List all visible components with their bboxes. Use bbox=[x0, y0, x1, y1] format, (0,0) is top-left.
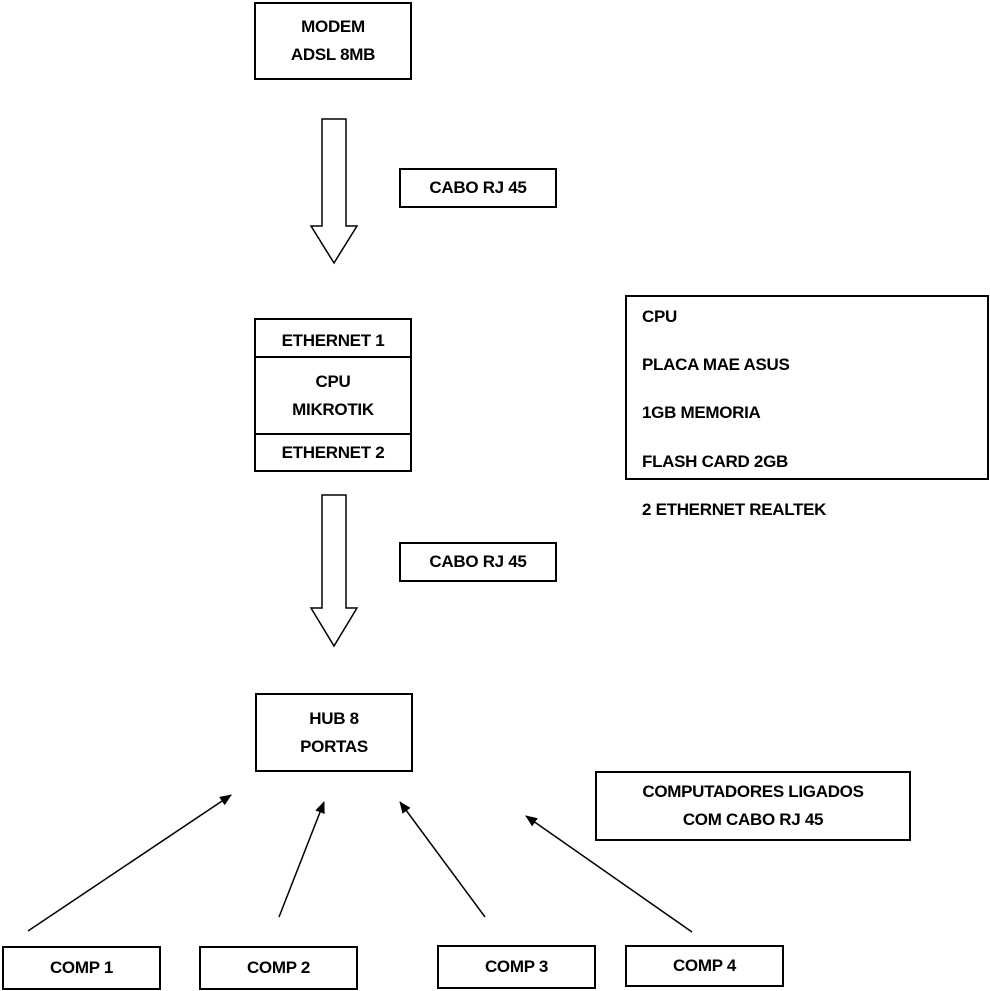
arrow-comp4-to-hub bbox=[525, 815, 693, 933]
spec-motherboard: PLACA MAE ASUS bbox=[642, 355, 790, 374]
cable-label-1-text: CABO RJ 45 bbox=[429, 178, 527, 197]
specs-box bbox=[625, 295, 989, 480]
modem-line2: ADSL 8MB bbox=[290, 45, 376, 64]
arrow-comp3-to-hub bbox=[399, 801, 486, 918]
spec-memory: 1GB MEMORIA bbox=[642, 403, 761, 422]
modem-line1: MODEM bbox=[301, 17, 365, 36]
arrow-comp1-to-hub bbox=[27, 794, 232, 932]
hub-box: HUB 8 PORTAS bbox=[255, 693, 413, 772]
block-arrow-router-to-hub bbox=[309, 494, 359, 648]
hub-line1: HUB 8 bbox=[309, 708, 359, 728]
router-cpu-line1: CPU bbox=[315, 371, 351, 391]
arrow-comp2-to-hub bbox=[278, 801, 325, 918]
computer-3-label: COMP 3 bbox=[484, 957, 549, 976]
spec-ethernet: 2 ETHERNET REALTEK bbox=[642, 500, 827, 519]
router-ethernet-1-text: ETHERNET 1 bbox=[281, 331, 385, 350]
computer-4-label: COMP 4 bbox=[672, 956, 737, 975]
router-cpu-line2: MIKROTIK bbox=[292, 399, 374, 419]
router-cpu: CPU MIKROTIK bbox=[254, 356, 412, 435]
spec-cpu: CPU bbox=[642, 307, 677, 326]
computer-2-label: COMP 2 bbox=[246, 958, 311, 977]
computers-note: COMPUTADORES LIGADOS COM CABO RJ 45 bbox=[595, 771, 911, 841]
computer-2: COMP 2 bbox=[199, 946, 358, 990]
router-ethernet-1: ETHERNET 1 bbox=[254, 318, 412, 358]
router-ethernet-2-text: ETHERNET 2 bbox=[281, 442, 385, 462]
cable-label-2-text: CABO RJ 45 bbox=[429, 552, 527, 571]
computer-1: COMP 1 bbox=[2, 946, 161, 990]
cable-label-1: CABO RJ 45 bbox=[399, 168, 557, 208]
computers-note-line1: COMPUTADORES LIGADOS bbox=[642, 782, 864, 801]
computer-4: COMP 4 bbox=[625, 945, 784, 987]
modem-box: MODEM ADSL 8MB bbox=[254, 2, 412, 80]
computer-1-label: COMP 1 bbox=[49, 958, 114, 977]
computers-note-line2: COM CABO RJ 45 bbox=[682, 810, 824, 829]
hub-line2: PORTAS bbox=[300, 736, 368, 756]
spec-flash-card: FLASH CARD 2GB bbox=[642, 452, 788, 471]
cable-label-2: CABO RJ 45 bbox=[399, 542, 557, 582]
computer-3: COMP 3 bbox=[437, 945, 596, 989]
block-arrow-modem-to-router bbox=[309, 118, 359, 265]
router-ethernet-2: ETHERNET 2 bbox=[254, 433, 412, 472]
